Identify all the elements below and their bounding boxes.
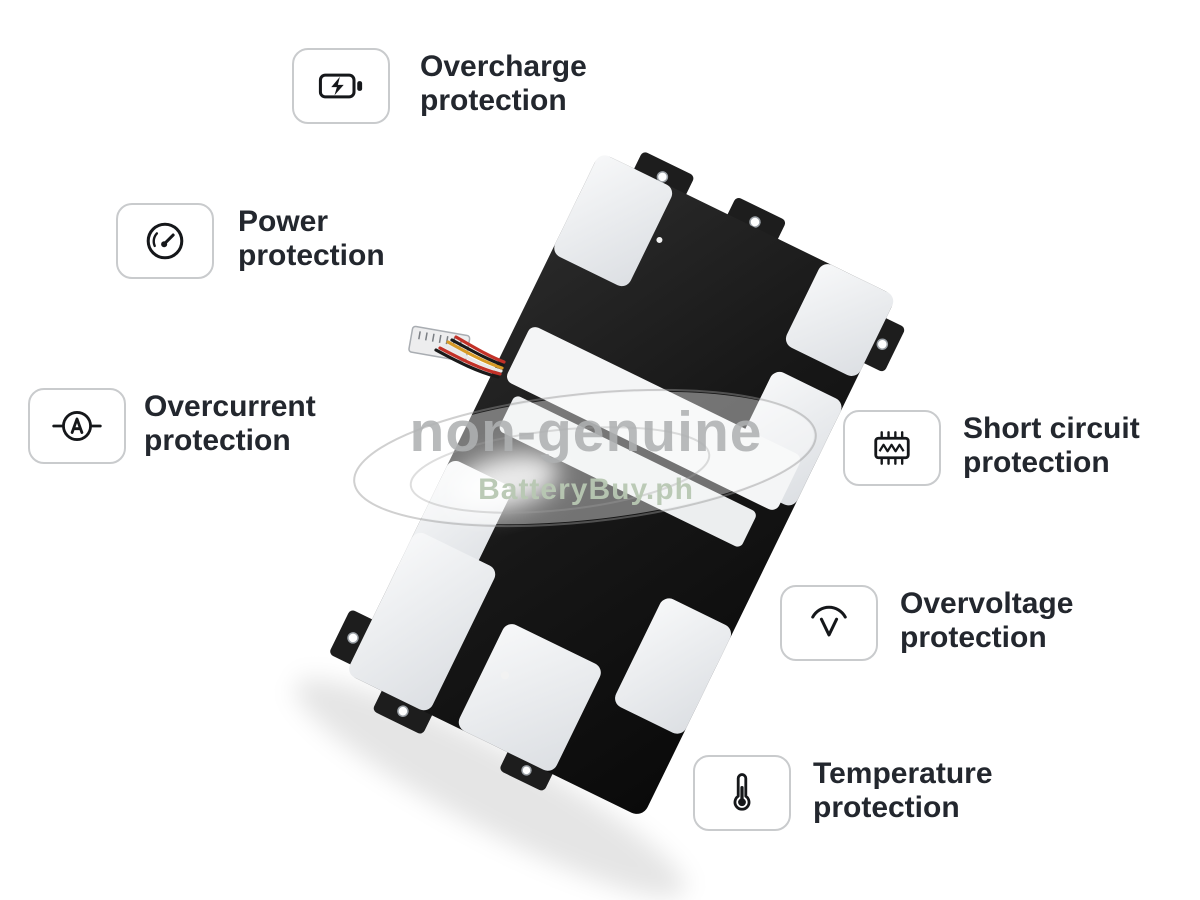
- voltage-arc-icon: [811, 605, 847, 637]
- circuit-chip-icon: [874, 431, 910, 465]
- feature-label-line1: Short circuit: [963, 412, 1140, 445]
- connector-cable: [408, 325, 506, 379]
- feature-label: Overcharge protection: [420, 48, 587, 118]
- thermometer-icon: [733, 773, 751, 811]
- feature-label-line1: Overcurrent: [144, 390, 316, 423]
- watermark-swirl: [353, 388, 817, 528]
- tab-screw-holes: [347, 171, 889, 776]
- feature-overcharge-protection: Overcharge protection: [292, 48, 587, 124]
- feature-label-line2: protection: [900, 621, 1047, 654]
- power-badge: [116, 203, 214, 279]
- feature-temperature-protection: Temperature protection: [693, 755, 993, 831]
- battery-label-sticker: [499, 327, 801, 547]
- body-screw-dots: [500, 236, 663, 680]
- power-gauge-icon: [146, 222, 184, 260]
- connector-wires: [434, 335, 506, 379]
- feature-label-line1: Temperature: [813, 757, 993, 790]
- feature-label-line2: protection: [420, 84, 567, 117]
- feature-label-line2: protection: [144, 424, 291, 457]
- ammeter-icon: [52, 411, 102, 441]
- feature-short-circuit-protection: Short circuit protection: [843, 410, 1140, 486]
- watermark-non-genuine: non-genuine: [409, 400, 763, 464]
- feature-label-line2: protection: [963, 446, 1110, 479]
- overcharge-badge: [292, 48, 390, 124]
- watermark-brand: BatteryBuy.ph: [478, 473, 694, 506]
- feature-label: Overcurrent protection: [144, 388, 316, 458]
- battery-shadow: [294, 678, 686, 898]
- battery-body-group: [330, 152, 905, 814]
- feature-label: Power protection: [238, 203, 385, 273]
- overcurrent-badge: [28, 388, 126, 464]
- feature-label-line2: protection: [813, 791, 960, 824]
- overvoltage-badge: [780, 585, 878, 661]
- feature-label: Overvoltage protection: [900, 585, 1073, 655]
- feature-label-line2: protection: [238, 239, 385, 272]
- battery-charge-icon: [318, 73, 363, 99]
- feature-label-line1: Overcharge: [420, 50, 587, 83]
- feature-power-protection: Power protection: [116, 203, 385, 279]
- short-circuit-badge: [843, 410, 941, 486]
- feature-label-line1: Overvoltage: [900, 587, 1074, 620]
- feature-overvoltage-protection: Overvoltage protection: [780, 585, 1073, 661]
- feature-overcurrent-protection: Overcurrent protection: [28, 388, 316, 464]
- feature-label-line1: Power: [238, 205, 329, 238]
- feature-label: Temperature protection: [813, 755, 993, 825]
- feature-label: Short circuit protection: [963, 410, 1140, 480]
- temperature-badge: [693, 755, 791, 831]
